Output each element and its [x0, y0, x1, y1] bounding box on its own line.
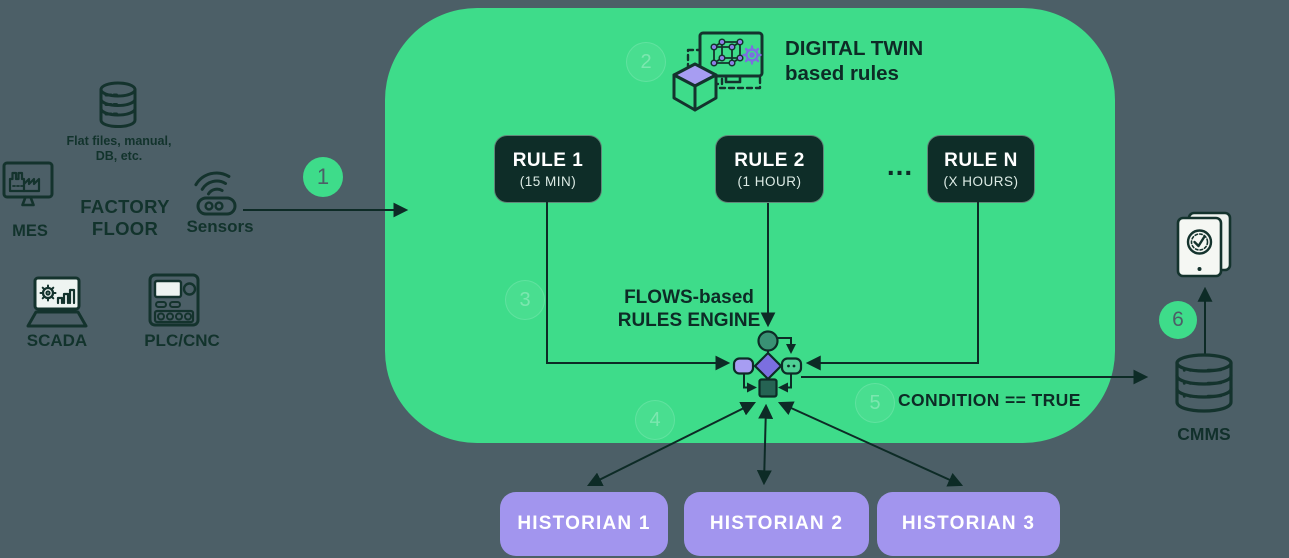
- rule-n-name: RULE N: [944, 149, 1018, 171]
- cmms-label: CMMS: [1177, 424, 1231, 444]
- cmms-database-icon: [1171, 352, 1237, 418]
- rule-n-box: RULE N (X HOURS): [927, 135, 1035, 203]
- plc-label: PLC/CNC: [144, 331, 220, 350]
- rule-1-name: RULE 1: [512, 149, 584, 171]
- rule-2-box: RULE 2 (1 HOUR): [715, 135, 824, 203]
- database-icon: [94, 80, 142, 132]
- rule-1-box: RULE 1 (15 MIN): [494, 135, 602, 203]
- step-2-badge: 2: [626, 42, 666, 82]
- sensors-label: Sensors: [186, 217, 254, 236]
- historian-1-box: HISTORIAN 1: [500, 492, 668, 556]
- rule-2-name: RULE 2: [734, 149, 805, 171]
- step-4-badge: 4: [635, 400, 675, 440]
- step-1-badge: 1: [303, 157, 343, 197]
- digital-twin-title: DIGITAL TWIN based rules: [785, 37, 924, 85]
- plc-icon: [147, 272, 201, 328]
- historian-2-box: HISTORIAN 2: [684, 492, 869, 556]
- step-5-badge: 5: [855, 383, 895, 423]
- rules-ellipsis: ...: [886, 150, 914, 181]
- rules-engine-label: FLOWS-based RULES ENGINE: [617, 287, 761, 331]
- database-label: Flat files, manual, DB, etc.: [66, 134, 172, 163]
- mes-label: MES: [12, 222, 48, 240]
- scada-label: SCADA: [26, 331, 88, 350]
- digital-twin-icon: [672, 28, 774, 114]
- factory-floor-label: FACTORY FLOOR: [80, 196, 170, 239]
- rule-n-period: (X HOURS): [943, 173, 1019, 189]
- workorder-tablet-icon: [1176, 211, 1234, 281]
- condition-label: CONDITION == TRUE: [898, 390, 1081, 410]
- mes-icon: [2, 160, 54, 214]
- rule-1-period: (15 MIN): [519, 173, 577, 189]
- step-3-badge: 3: [505, 280, 545, 320]
- historian-3-box: HISTORIAN 3: [877, 492, 1060, 556]
- scada-icon: [24, 276, 90, 332]
- step-6-badge: 6: [1159, 301, 1197, 339]
- sensors-icon: [190, 161, 250, 219]
- rule-2-period: (1 HOUR): [737, 173, 802, 189]
